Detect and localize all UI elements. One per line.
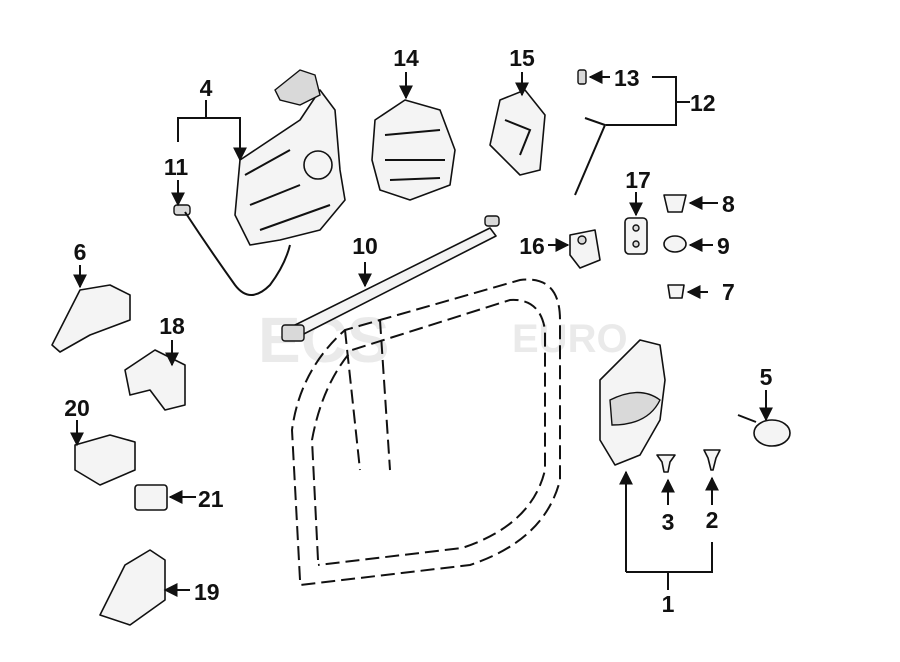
lock-cylinder-5 <box>737 414 791 447</box>
callout-18: 18 <box>159 313 185 339</box>
door-outline <box>290 278 561 586</box>
callout-16: 16 <box>519 233 545 259</box>
callout-17: 17 <box>625 167 651 193</box>
callout-20: 20 <box>64 395 90 421</box>
callout-14: 14 <box>393 45 419 71</box>
screw-2 <box>703 449 721 471</box>
guide-rail-10 <box>281 215 500 342</box>
callout-2: 2 <box>706 507 719 533</box>
bracket-15 <box>489 89 546 176</box>
callout-4: 4 <box>200 75 213 101</box>
check-strap-16 <box>569 229 601 269</box>
watermark: ECS EURO <box>258 304 628 376</box>
callout-5: 5 <box>760 364 773 390</box>
leaders <box>70 70 773 597</box>
callout-8: 8 <box>722 191 735 217</box>
hinge-lower-19 <box>99 549 166 626</box>
callout-labels: 1 2 3 4 5 6 7 8 9 10 11 12 13 14 15 16 1… <box>64 45 772 617</box>
callout-6: 6 <box>74 239 87 265</box>
plate-17 <box>624 217 648 255</box>
callout-3: 3 <box>662 509 675 535</box>
cover-6 <box>51 284 131 353</box>
hinge-upper-18 <box>124 349 186 411</box>
screw-3 <box>656 454 676 473</box>
rod-12 <box>574 69 607 196</box>
watermark-suffix: EURO <box>512 317 628 361</box>
callout-1: 1 <box>662 591 675 617</box>
callout-7: 7 <box>722 279 735 305</box>
lock-module-4 <box>234 69 346 246</box>
nut-9 <box>663 235 687 253</box>
regulator-14 <box>371 99 456 201</box>
bushing-21 <box>134 484 168 511</box>
callout-15: 15 <box>509 45 535 71</box>
bolt-7 <box>667 284 685 299</box>
callout-10: 10 <box>352 233 378 259</box>
callout-19: 19 <box>194 579 220 605</box>
clip-13 <box>577 69 587 85</box>
callout-21: 21 <box>198 486 224 512</box>
callout-9: 9 <box>717 233 730 259</box>
hinge-assy-20 <box>74 434 136 486</box>
callout-11: 11 <box>164 154 189 180</box>
outer-handle-1 <box>599 339 666 466</box>
callout-12: 12 <box>690 90 716 116</box>
callout-13: 13 <box>614 65 640 91</box>
clip-8 <box>663 194 687 213</box>
